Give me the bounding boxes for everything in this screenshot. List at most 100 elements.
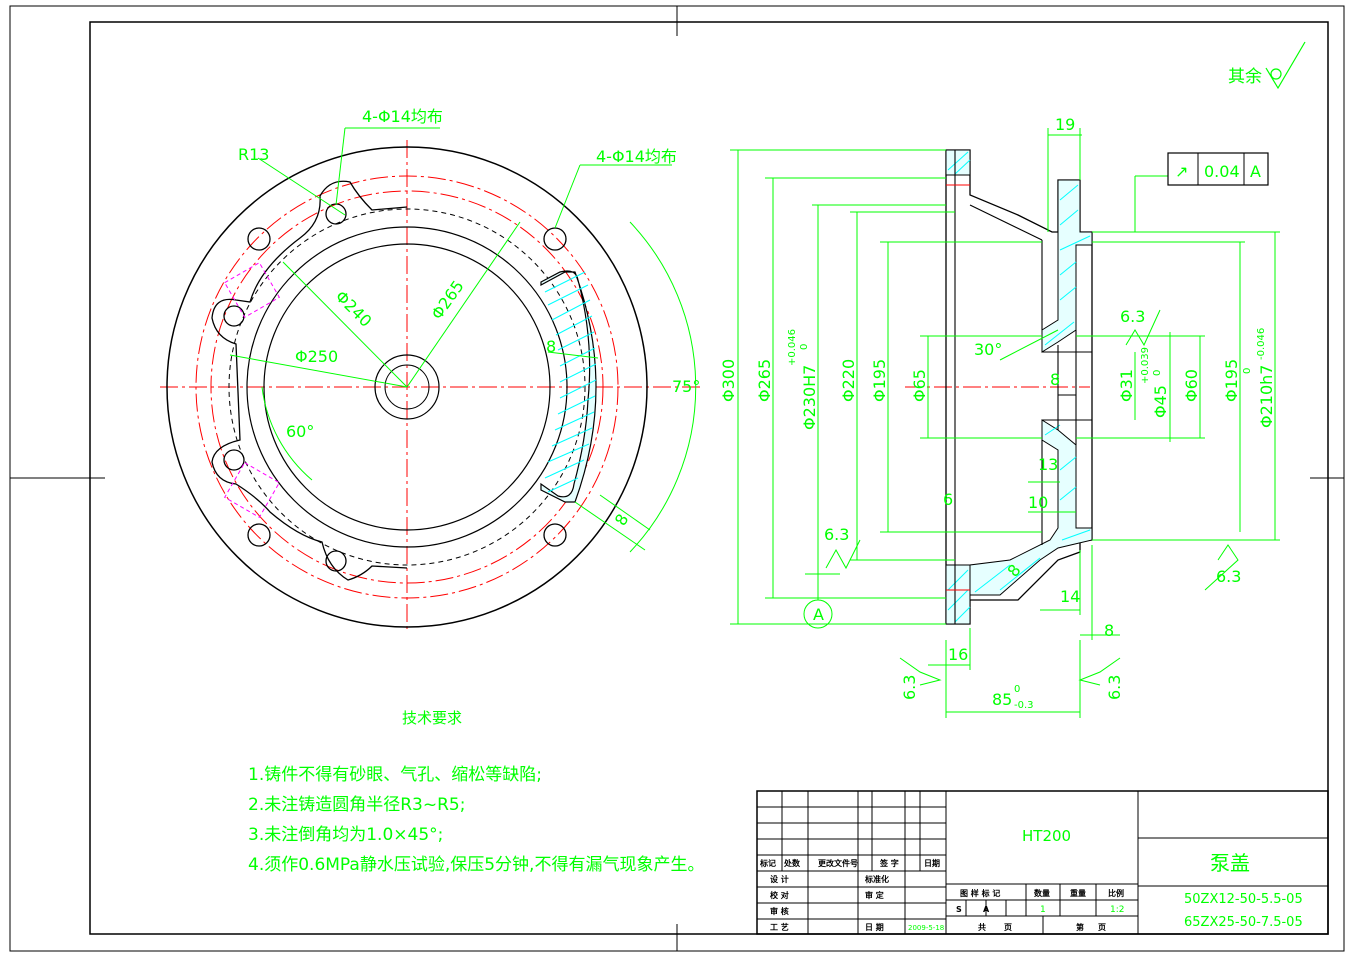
title-block-text: 标记 处数 更改文件号 签 字 日期 设 计 校 对 审 核 工 艺 标准化 审… [759,827,1303,932]
roughness-symbol-general [1265,41,1306,90]
roughness-5: 6.3 [1105,675,1124,700]
dim-d45-tol: +0.039 [1140,347,1151,384]
center-marks [10,6,1344,951]
hidden-circle [228,208,586,566]
dim-d230: Φ230H7 [800,365,819,430]
material: HT200 [1022,827,1071,845]
hub-inner-circle [384,364,430,410]
bore-circle [246,226,568,548]
stage-mark-2: A [983,905,990,914]
role-3: 审 核 [770,906,789,916]
outer-border [9,5,1345,952]
role-2: 校 对 [770,890,789,900]
radius-label: R13 [238,145,269,164]
rev-h-3: 更改文件号 [818,858,858,868]
tech-item-4: 4.须作0.6MPa静水压试验,保压5分钟,不得有漏气现象产生。 [248,855,704,875]
dim-len-85: 85 [992,690,1012,709]
datum-circle [803,599,833,629]
bolt-hole-br [543,523,567,547]
inner-bore-circle [263,243,551,531]
rev-h-4: 签 字 [879,858,899,868]
dia-240-label: Φ240 [332,287,376,331]
tol-datum: A [1250,162,1261,181]
dim-d60: Φ60 [1182,369,1201,402]
scale: 1:2 [1110,905,1124,915]
dim-d45-tol-lo: 0 [1152,370,1163,376]
stage-h-1: 图 样 标 记 [960,888,1000,898]
hatch-hub-bottom [969,419,1093,596]
hole-pattern-label-top: 4-Φ14均布 [362,107,443,126]
sheet-1: 共 [978,922,986,932]
tech-item-3: 3.未注倒角均为1.0×45°; [248,825,443,845]
hub-circle [374,354,440,420]
boss-outline [211,180,408,581]
front-view: R13 4-Φ14均布 4-Φ14均布 Φ240 Φ265 Φ250 60° 7… [160,107,700,630]
stage-h-2: 数量 [1034,888,1050,898]
angle-75-label: 75° [672,377,700,396]
dia-250-label: Φ250 [295,347,338,366]
hidden-slot-bottom [223,461,281,519]
roughness-2: 6.3 [824,525,849,544]
dim-d210-tol: 0 [1242,368,1253,374]
dim-angle-30: 30° [974,340,1002,359]
dim-d31: Φ31 [1117,369,1136,402]
dim-w6: 6 [943,490,953,509]
code-2: 65ZX25-50-7.5-05 [1184,915,1303,930]
stage-h-4: 比例 [1108,888,1124,898]
dim-d230-tol: +0.046 [787,329,798,366]
section-hatch-front [540,270,597,503]
roughness-3: 6.3 [1216,567,1241,586]
roughness-1: 6.3 [1120,307,1145,326]
flange-outline [166,146,648,628]
bolt-hole-bl [247,523,271,547]
tech-item-1: 1.铸件不得有砂眼、气孔、缩松等缺陷; [248,765,542,785]
std-2: 审 定 [865,890,884,900]
section-view: A ↗ 0.04 A 6.3 6.3 6.3 6.3 6.3 Φ300 Φ265… [719,115,1280,718]
angle-60-label: 60° [286,422,314,441]
sheet-2: 页 [1004,923,1012,932]
tech-requirements: 技术要求 1.铸件不得有砂眼、气孔、缩松等缺陷; 2.未注铸造圆角半径R3~R5… [248,709,704,875]
boss-hole-left-top [223,305,245,327]
dim-d210: Φ210h7 [1257,365,1276,428]
code-1: 50ZX12-50-5.5-05 [1184,892,1303,907]
rev-h-5: 日期 [924,858,940,868]
roughness-4: 6.3 [900,675,919,700]
rev-h-2: 处数 [783,858,801,868]
title-block [756,790,1329,935]
tol-value: 0.04 [1204,162,1240,181]
bolt-hole-tl [247,227,271,251]
hatch-flange-bottom [945,564,971,625]
bolt-hole-tr [543,227,567,251]
dim-d195b: Φ195 [1222,359,1241,402]
dim-d220: Φ220 [839,359,858,402]
surface-finish-note: 其余 [1228,67,1262,87]
dim-w14: 14 [1060,587,1080,606]
dim-w8b: 8 [1050,370,1060,389]
dim-d195a: Φ195 [870,359,889,402]
stage-h-3: 重量 [1070,888,1086,898]
dim-d265: Φ265 [755,359,774,402]
role-4: 工 艺 [770,922,789,932]
date: 2009-5-18 [908,924,944,932]
dim-w8: 8 [1104,621,1114,640]
dim-len-85-tol-lo: -0.3 [1014,700,1034,711]
sheet-4: 页 [1098,923,1106,932]
dim-len-85-tol: 0 [1014,684,1020,695]
std-1: 标准化 [864,874,889,884]
wall-8-label-a: 8 [546,337,556,356]
std-3: 日 期 [865,922,884,932]
role-1: 设 计 [770,874,789,884]
tol-symbol: ↗ [1175,162,1188,181]
stage-mark-1: S [956,905,962,914]
dim-d65: Φ65 [910,369,929,402]
tolerance-frame: ↗ 0.04 A [1167,152,1269,186]
quantity: 1 [1040,905,1046,915]
dim-w10: 10 [1028,493,1048,512]
tech-item-2: 2.未注铸造圆角半径R3~R5; [248,795,465,815]
sheet-3: 第 [1076,922,1084,932]
hole-pattern-label-right: 4-Φ14均布 [596,147,677,166]
rev-h-1: 标记 [759,858,776,868]
tech-title: 技术要求 [402,709,462,727]
datum-label: A [813,605,824,624]
